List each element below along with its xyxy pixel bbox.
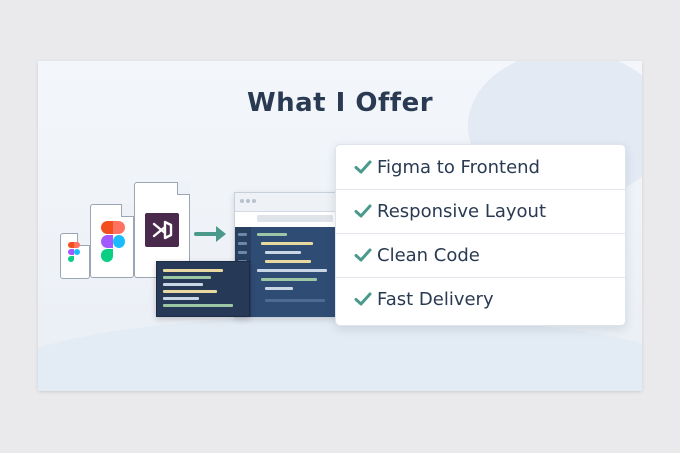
page-title: What I Offer <box>246 88 434 118</box>
arrow-right-icon <box>194 222 230 250</box>
offer-label: Fast Delivery <box>377 289 494 310</box>
list-item: Clean Code <box>336 233 625 278</box>
list-item: Figma to Frontend <box>336 145 625 190</box>
offer-card: What I Offer <box>38 61 642 391</box>
design-file-small <box>60 233 90 279</box>
figma-icon <box>101 221 125 263</box>
check-icon <box>354 292 372 306</box>
offer-list: Figma to Frontend Responsive Layout Clea… <box>335 144 626 326</box>
terminal-window <box>156 261 250 317</box>
background-wave <box>38 316 642 391</box>
editor-titlebar <box>235 193 339 212</box>
offer-label: Figma to Frontend <box>377 157 540 178</box>
editor-address-bar <box>257 215 333 222</box>
code-area <box>235 227 339 317</box>
figma-icon <box>68 242 80 264</box>
check-icon <box>354 204 372 218</box>
vscode-icon <box>145 213 179 247</box>
list-item: Fast Delivery <box>336 277 625 321</box>
check-icon <box>354 160 372 174</box>
code-editor-window <box>234 192 340 318</box>
offer-label: Clean Code <box>377 245 480 266</box>
check-icon <box>354 248 372 262</box>
offer-label: Responsive Layout <box>377 201 547 222</box>
list-item: Responsive Layout <box>336 189 625 234</box>
